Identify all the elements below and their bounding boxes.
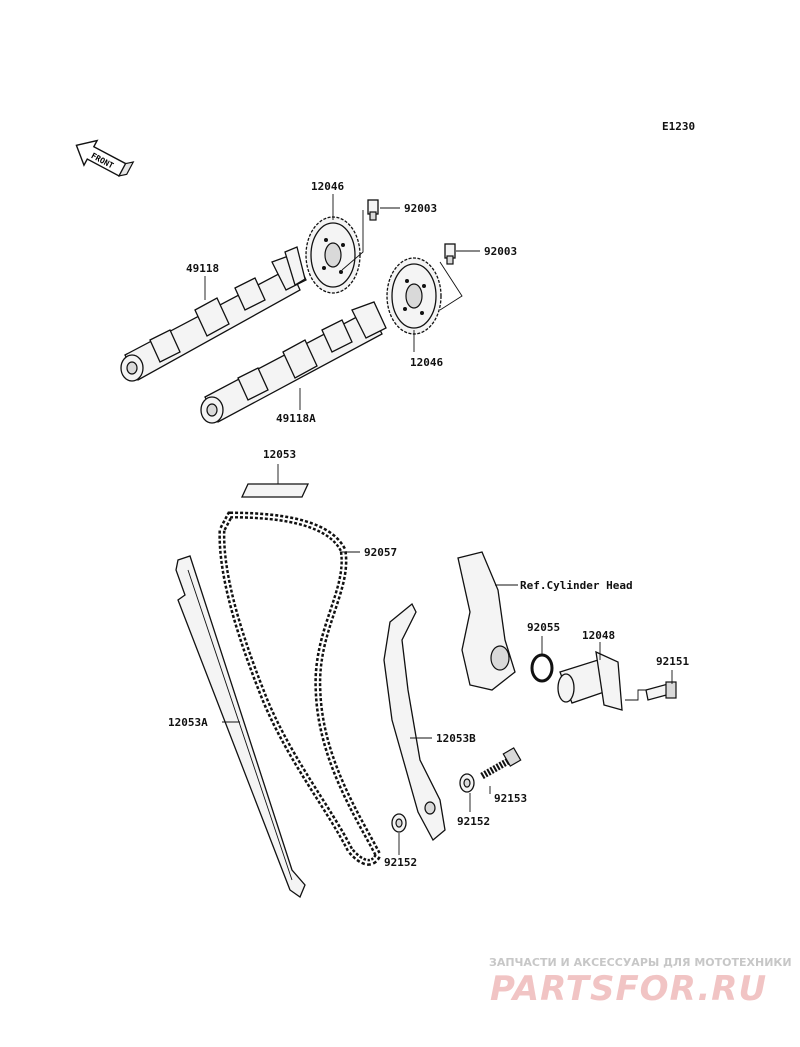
label-pivot-bolt: 92153 [494, 792, 527, 805]
chain-tensioner [557, 650, 623, 711]
label-tensioner: 12048 [582, 629, 615, 642]
label-guide-rear: 12053A [168, 716, 208, 729]
sprocket-upper [305, 216, 361, 294]
label-guide-front: 12053B [436, 732, 476, 745]
collar-upper [459, 773, 475, 793]
pivot-bolt [480, 747, 522, 780]
tensioner-bolt [645, 681, 677, 701]
label-bolt-lower: 92003 [484, 245, 517, 258]
chain-guide-front [383, 602, 446, 842]
label-camshaft-upper: 49118 [186, 262, 219, 275]
watermark-tagline: ЗАПЧАСТИ И АКСЕССУАРЫ ДЛЯ МОТОТЕХНИКИ [489, 956, 792, 969]
label-chain: 92057 [364, 546, 397, 559]
label-tensioner-bolt: 92151 [656, 655, 689, 668]
label-sprocket-lower: 12046 [410, 356, 443, 369]
chain-guide-rear [175, 555, 306, 898]
label-oring: 92055 [527, 621, 560, 634]
cam-chain [218, 511, 382, 866]
o-ring [530, 653, 554, 683]
label-guide-top: 12053 [263, 448, 296, 461]
front-arrow-icon: FRONT [75, 139, 135, 177]
watermark-logo: PARTSFOR.RU [490, 969, 767, 1009]
diagram-code: E1230 [662, 120, 695, 133]
camshaft-lower [200, 301, 387, 424]
ref-cylinder-head: Ref.Cylinder Head [520, 579, 633, 592]
label-bolt-upper: 92003 [404, 202, 437, 215]
label-sprocket-upper: 12046 [311, 180, 344, 193]
bolt-lower [444, 243, 456, 265]
label-collar-lower: 92152 [384, 856, 417, 869]
cylinder-head-mount [457, 551, 516, 691]
label-camshaft-lower: 49118A [276, 412, 316, 425]
collar-lower [391, 813, 407, 833]
leader-lines [204, 194, 673, 855]
camshaft-upper [120, 246, 307, 382]
label-collar-upper: 92152 [457, 815, 490, 828]
sprocket-lower [386, 257, 442, 335]
bolt-upper [367, 199, 379, 221]
chain-guide-top [240, 483, 310, 498]
